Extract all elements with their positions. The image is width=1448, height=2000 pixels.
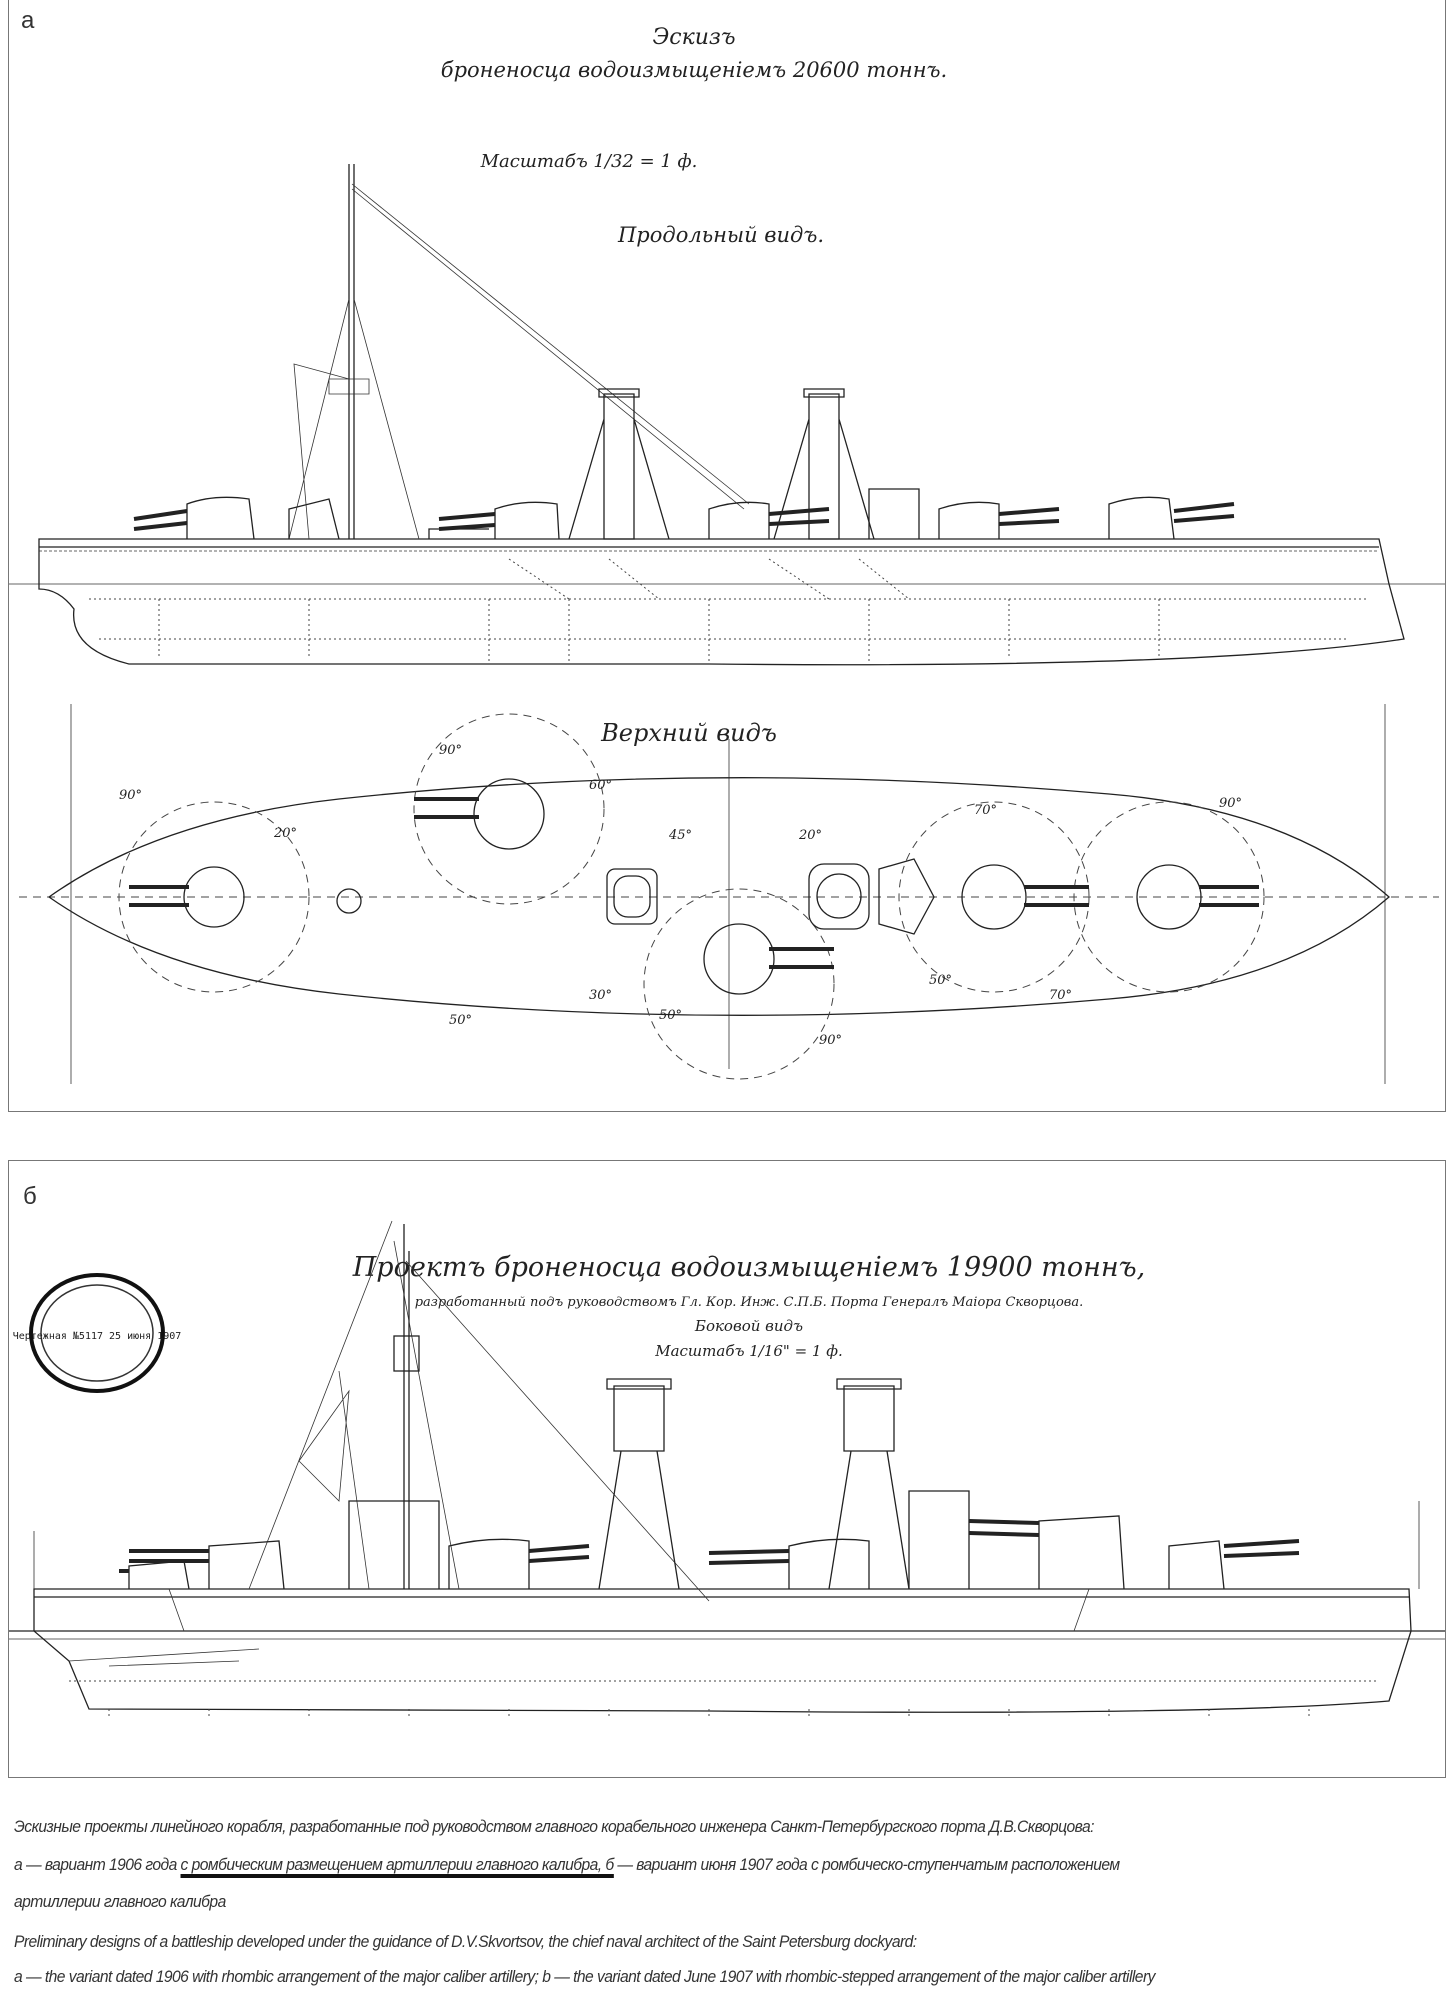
svg-text:60°: 60°	[589, 778, 612, 793]
drawing-scale: Масштабъ 1/32 = 1 ф.	[480, 151, 698, 172]
svg-text:50°: 50°	[659, 1008, 682, 1023]
ship-side-view-a	[9, 164, 1445, 666]
svg-text:90°: 90°	[819, 1033, 842, 1048]
drawing-title: Проектъ броненосца водоизмыщеніемъ 19900…	[352, 1252, 1146, 1283]
drawing-b: Чертежная №5117 25 июня 1907 Проектъ бро…	[9, 1220, 1445, 1716]
side-view-label: Боковой видъ	[694, 1317, 803, 1335]
caption-ru-underlined: с ромбическим размещением артиллерии гла…	[180, 1855, 614, 1878]
top-view-label: Верхний видъ	[600, 719, 777, 747]
svg-text:70°: 70°	[974, 803, 997, 818]
caption-ru-part-b: — вариант июня 1907 года с ромбическо-ст…	[613, 1855, 1120, 1874]
turrets-side	[133, 488, 1235, 540]
caption-ru-line1: Эскизные проекты линейного корабля, разр…	[14, 1817, 1094, 1836]
panel-label-a: а	[21, 7, 35, 34]
drawing-title: Эскизъ	[652, 25, 735, 50]
ship-top-view-a: 90° 20° 90° 50° 45° 20° 50° 30° 60° 70° …	[19, 704, 1439, 1084]
svg-text:30°: 30°	[589, 988, 612, 1003]
svg-text:20°: 20°	[798, 828, 822, 843]
drawing-a: Эскизъ броненосца водоизмыщеніемъ 20600 …	[9, 25, 1445, 1084]
archive-stamp: Чертежная №5117 25 июня 1907	[13, 1273, 182, 1393]
caption-en-line1: Preliminary designs of a battleship deve…	[14, 1932, 917, 1951]
svg-text:70°: 70°	[1049, 988, 1072, 1003]
svg-text:50°: 50°	[929, 973, 952, 988]
svg-text:90°: 90°	[119, 788, 142, 803]
svg-text:90°: 90°	[439, 743, 462, 758]
caption-ru-line2: а — вариант 1906 года с ромбическим разм…	[14, 1855, 1320, 1878]
stamp-text: Чертежная №5117 25 июня 1907	[13, 1331, 182, 1342]
caption-ru-line3: артиллерии главного калибра	[14, 1892, 226, 1911]
svg-text:20°: 20°	[273, 826, 297, 841]
side-view-label: Продольный видъ.	[617, 223, 824, 247]
drawing-subtitle: разработанный подъ руководствомъ Гл. Кор…	[415, 1295, 1084, 1310]
drawing-panel-b: б Чертежная №5117 25 июня 1907 Проектъ б…	[8, 1160, 1446, 1778]
drawing-scale: Масштабъ 1/16" = 1 ф.	[654, 1342, 843, 1360]
drawing-panel-a: а Эскизъ броненосца водоизмыщеніемъ 2060…	[8, 0, 1446, 1112]
svg-text:50°: 50°	[449, 1013, 472, 1028]
svg-text:45°: 45°	[668, 828, 692, 843]
turrets-side-b	[119, 1515, 1300, 1590]
drawing-subtitle: броненосца водоизмыщеніемъ 20600 тоннъ.	[441, 58, 947, 82]
svg-text:90°: 90°	[1219, 796, 1242, 811]
panel-label-b: б	[23, 1183, 37, 1210]
ship-side-view-b	[9, 1220, 1445, 1716]
caption-ru-part-a: а — вариант 1906 года	[14, 1855, 181, 1874]
caption-en-line2: a — the variant dated 1906 with rhombic …	[14, 1967, 1155, 1986]
